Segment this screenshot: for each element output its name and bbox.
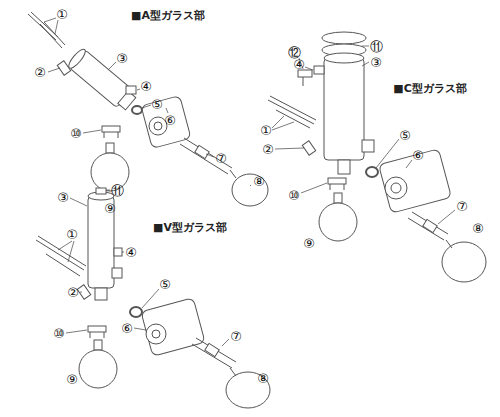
callout-number: ⑦ (230, 330, 242, 343)
v-motor (141, 298, 205, 356)
callout-number: ⑤ (159, 278, 171, 291)
c-vapor-tubes (268, 96, 316, 155)
c-oring (366, 167, 378, 177)
v-receiving-flask (79, 340, 117, 388)
section-heading: ■C型ガラス部 (393, 83, 466, 94)
callout-number: ② (34, 66, 46, 79)
c-cap (322, 32, 366, 56)
callout-number: ⑧ (257, 372, 269, 385)
callout-number: ④ (125, 246, 137, 259)
c-fitting (314, 66, 324, 74)
callout-number: ⑨ (104, 202, 116, 215)
c-evap-flask (442, 240, 486, 282)
c-vapor-duct (408, 212, 448, 240)
section-heading: ■A型ガラス部 (131, 10, 205, 21)
callout-number: ② (67, 286, 79, 299)
callout-number: ③ (370, 56, 382, 69)
callout-number: ⑧ (253, 175, 265, 188)
callout-number: ④ (293, 58, 305, 71)
callout-number: ⑥ (412, 149, 424, 162)
callout-number: ⑤ (399, 129, 411, 142)
c-motor (379, 149, 452, 213)
callout-number: ⑧ (472, 222, 484, 235)
callout-number: ⑦ (215, 152, 227, 165)
a-condenser (66, 47, 138, 113)
v-oring (130, 307, 142, 317)
a-evap-flask (230, 170, 268, 206)
c-condenser (324, 53, 374, 174)
v-clamp (88, 326, 106, 338)
a-clamp (102, 126, 120, 138)
v-vapor-tubes (36, 236, 91, 299)
section-heading: ■V型ガラス部 (153, 222, 227, 233)
callout-number: ⑪ (111, 184, 124, 197)
callout-number: ⑩ (288, 189, 300, 202)
c-receiving-flask (319, 193, 357, 241)
callout-number: ⑥ (164, 114, 176, 127)
v-vapor-duct (192, 338, 236, 368)
c-stopcock (298, 70, 312, 86)
v-condenser (88, 188, 122, 300)
callout-number: ① (66, 228, 78, 241)
v-evap-flask (226, 368, 270, 408)
callout-number: ② (262, 143, 274, 156)
callout-number: ⑦ (456, 200, 468, 213)
callout-number: ⑩ (53, 327, 65, 340)
callout-number: ⑤ (151, 98, 163, 111)
callout-number: ⑥ (121, 322, 133, 335)
callout-number: ⑩ (70, 127, 82, 140)
callout-number: ③ (116, 52, 128, 65)
a-fitting (126, 86, 136, 94)
callout-number: ④ (140, 80, 152, 93)
callout-number: ⑨ (303, 237, 315, 250)
v-fitting (114, 248, 122, 256)
callout-number: ⑪ (370, 40, 383, 53)
callout-number: ① (260, 124, 272, 137)
a-vapor-duct (180, 138, 232, 174)
c-clamp (328, 178, 346, 190)
callout-number: ⑨ (66, 373, 78, 386)
callout-number: ① (56, 8, 68, 21)
a-oring (132, 106, 142, 114)
callout-number: ③ (57, 191, 69, 204)
a-motor (141, 96, 191, 149)
